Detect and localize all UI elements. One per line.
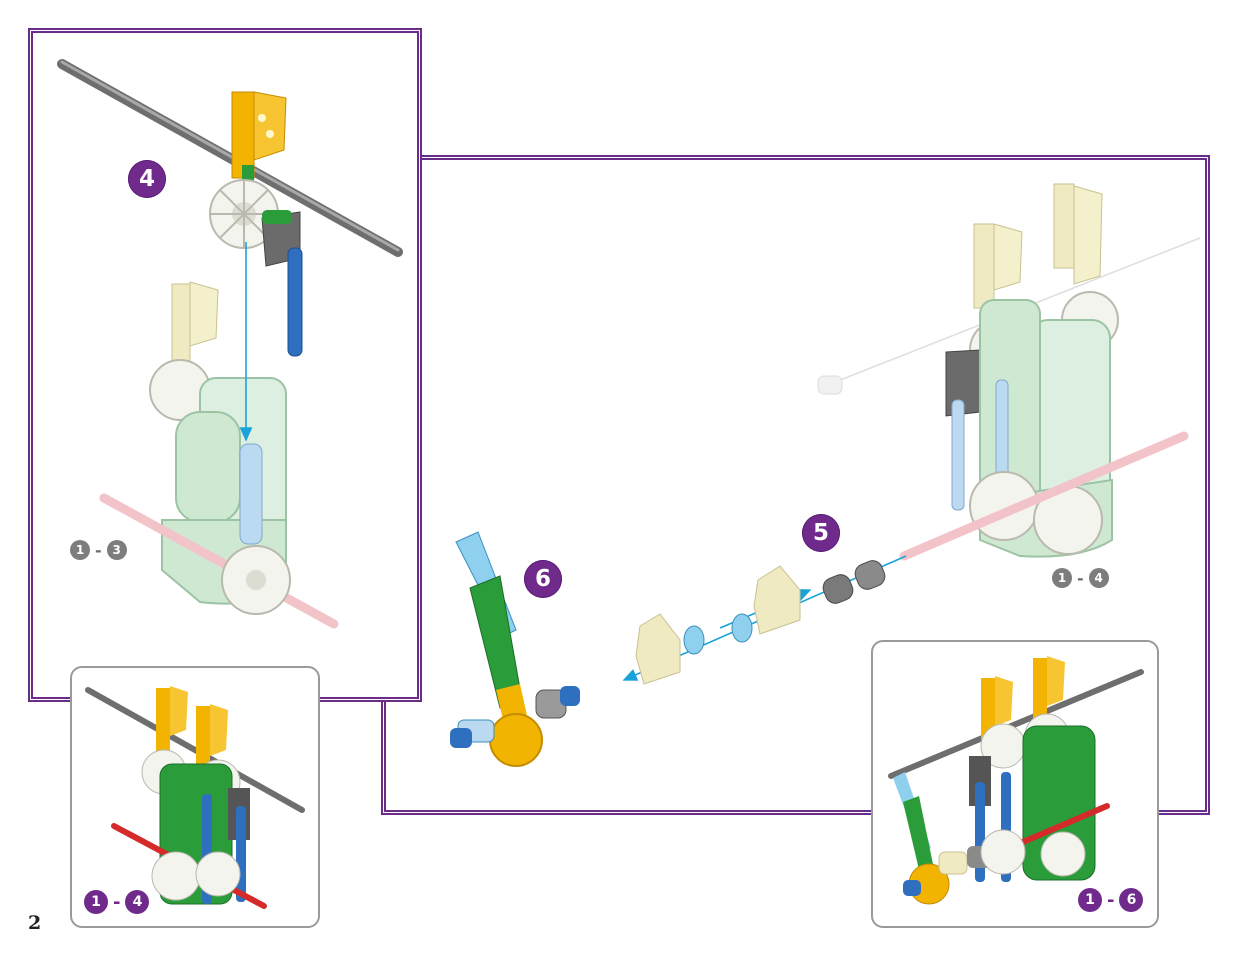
range-end: 4 xyxy=(125,890,150,914)
blue-spacer-icon xyxy=(683,613,753,655)
cream-connector-icon xyxy=(635,565,801,685)
step-5-illustration xyxy=(622,183,1201,685)
step-4-badge: 4 xyxy=(128,160,166,198)
gray-rod-icon xyxy=(57,59,403,257)
range-end: 3 xyxy=(106,540,127,560)
range-start: 1 xyxy=(1078,888,1102,912)
blue-rod-icon xyxy=(287,247,303,357)
range-end: 6 xyxy=(1119,888,1144,912)
step-5-range: 1 - 4 xyxy=(1052,568,1109,588)
yellow-connector-icon xyxy=(231,91,287,179)
preview-1-4-illustration xyxy=(85,686,305,909)
step-4-illustration xyxy=(57,59,403,629)
preview-1-4-range: 1 - 4 xyxy=(84,890,150,914)
range-start: 1 xyxy=(84,890,108,914)
preview-1-4-box xyxy=(70,666,320,928)
step-6-illustration xyxy=(450,531,580,767)
preview-1-6-box xyxy=(871,640,1159,928)
cream-connector-icon xyxy=(171,281,219,365)
step-6-badge: 6 xyxy=(524,560,562,598)
step-4-range: 1 - 3 xyxy=(70,540,127,560)
preview-1-6-range: 1 - 6 xyxy=(1078,888,1144,912)
range-start: 1 xyxy=(1052,568,1072,588)
page-number: 2 xyxy=(28,912,42,934)
preview-1-6-illustration xyxy=(888,656,1144,905)
pink-rod-icon xyxy=(99,493,339,629)
range-start: 1 xyxy=(70,540,90,560)
step-5-badge: 5 xyxy=(802,514,840,552)
range-end: 4 xyxy=(1088,568,1109,588)
white-connector-icon xyxy=(209,179,279,249)
gray-spacer-icon xyxy=(822,560,886,604)
